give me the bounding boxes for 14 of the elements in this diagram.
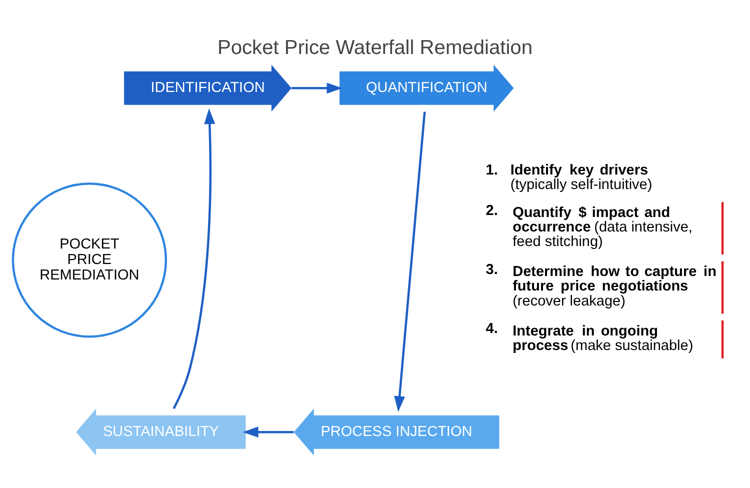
label: Identify key drivers (typically self-intuitive) xyxy=(510,162,652,193)
label: 3. xyxy=(486,261,498,278)
label: Quantify $ impact and occurrence (data intensive, feed stitching) xyxy=(512,204,692,250)
label: Determine how to capture in future price negotiations (recover leakage) xyxy=(512,264,716,309)
arrow xyxy=(292,82,342,94)
label: Integrate in ongoing process (make sustainable) xyxy=(512,322,694,354)
arrow xyxy=(172,108,216,409)
label: 1. xyxy=(486,162,498,178)
label: 4. xyxy=(486,320,498,337)
label: 2. xyxy=(486,202,498,218)
arrow xyxy=(394,111,426,412)
arrow xyxy=(242,426,294,438)
node-circle: POCKET PRICE REMEDIATION xyxy=(12,182,168,338)
diagram-title: Pocket Price Waterfall Remediation xyxy=(217,36,533,59)
